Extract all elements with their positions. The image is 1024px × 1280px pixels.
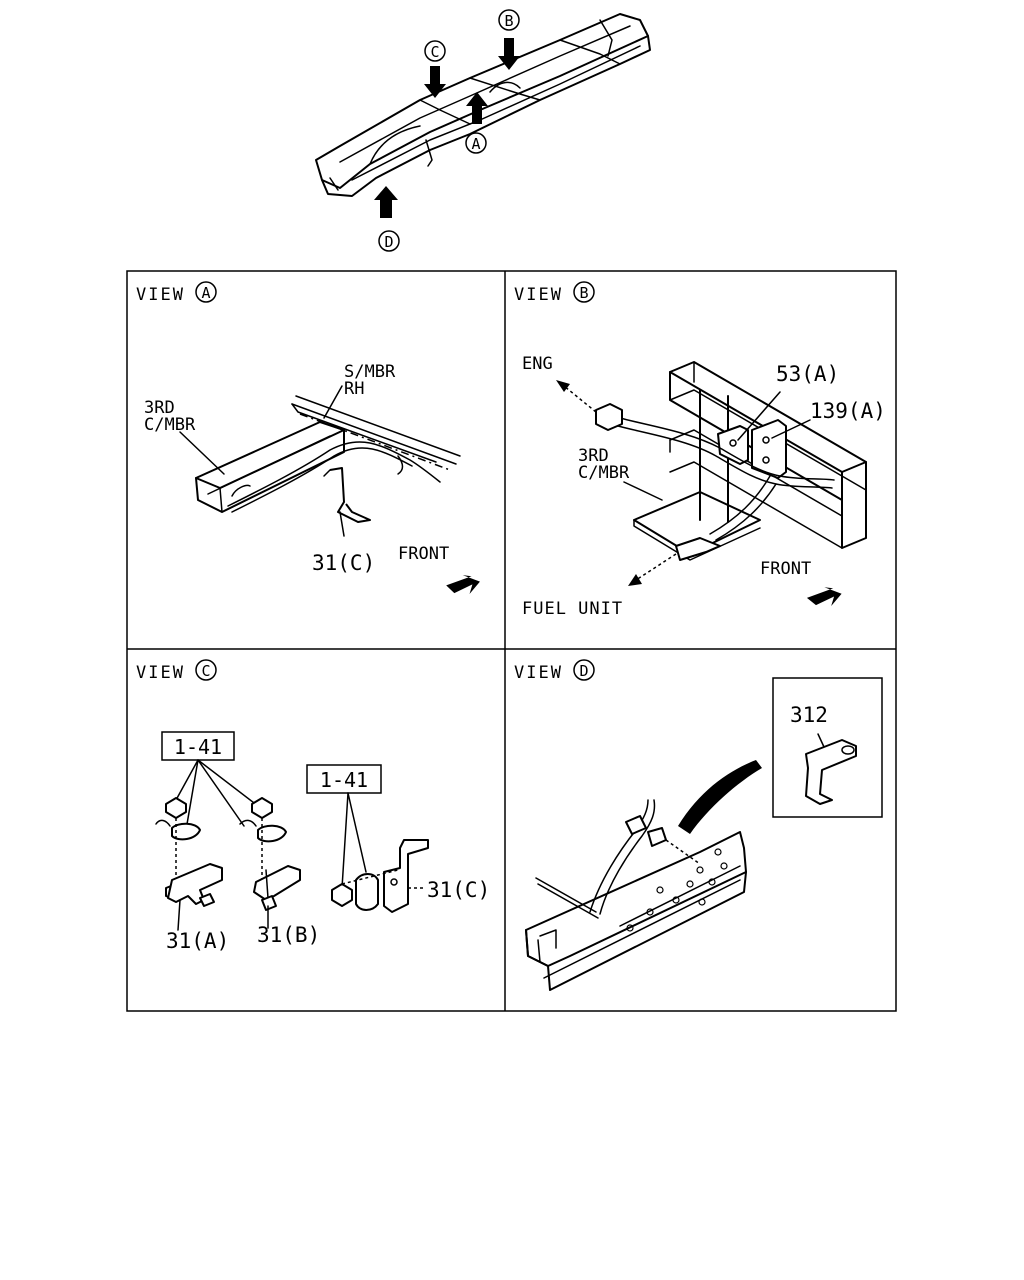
- eng-direction-arrow: [556, 380, 570, 392]
- leader-139a: [771, 419, 811, 439]
- view-b-panel: VIEW B: [514, 281, 886, 619]
- marker-a-letter: A: [471, 135, 480, 153]
- frame-rail-d: [525, 831, 747, 991]
- label-c-mbr-a: C/MBR: [144, 415, 196, 435]
- fuel-unit-direction-arrow: [628, 574, 642, 586]
- view-a-panel: VIEW A S/MBR RH 3RD C/MB: [136, 281, 480, 594]
- arrow-marker-b: B: [498, 9, 520, 70]
- third-cross-member: [195, 421, 345, 513]
- arrow-marker-a: A: [465, 92, 488, 154]
- leader-s-mbr: [323, 385, 343, 419]
- marker-d-letter: D: [384, 233, 393, 251]
- marker-c-letter: C: [430, 43, 439, 61]
- view-d-panel: VIEW D: [514, 659, 883, 991]
- bracket-53a: [717, 425, 749, 465]
- label-31b: 31(B): [257, 923, 320, 947]
- leader-c-mbr-a: [179, 431, 225, 475]
- ref-box-1-leaders: [175, 759, 259, 831]
- fuel-line-d: [589, 799, 667, 915]
- side-member-rh: [291, 395, 461, 471]
- label-eng: ENG: [522, 354, 553, 374]
- label-front-a: FRONT: [398, 544, 449, 564]
- label-53a: 53(A): [776, 362, 839, 386]
- chassis-frame-overview: [315, 13, 651, 197]
- view-c-heading: VIEW: [136, 663, 185, 683]
- leader-31a: [177, 899, 181, 931]
- marker-b-letter: B: [504, 12, 513, 30]
- view-b-marker: B: [579, 284, 588, 302]
- cross-member-b: [633, 389, 761, 561]
- nut-bolt-set-31c: [331, 839, 429, 913]
- view-c-marker: C: [201, 662, 210, 680]
- bracket-139a: [751, 419, 787, 479]
- leader-c-mbr-b: [623, 481, 663, 501]
- view-a-heading: VIEW: [136, 285, 185, 305]
- view-d-heading: VIEW: [514, 663, 563, 683]
- fuel-unit-direction-line: [635, 553, 677, 581]
- label-fuel-unit: FUEL UNIT: [522, 599, 623, 619]
- label-rh: RH: [344, 379, 364, 399]
- view-c-panel: VIEW C 1-41 1-41: [136, 659, 490, 953]
- arrow-marker-d: D: [374, 186, 400, 252]
- clip-31c-view-a: [323, 467, 371, 523]
- ref-box-2: [306, 764, 382, 794]
- ref-box-1-label: 1-41: [174, 735, 222, 759]
- ref-box-2-label: 1-41: [320, 768, 368, 792]
- eng-direction-line: [563, 385, 597, 413]
- label-139a: 139(A): [810, 399, 886, 423]
- leader-53a: [737, 391, 781, 441]
- nut-bolt-set-31b: [239, 797, 301, 911]
- label-3rd-b: 3RD: [578, 446, 609, 466]
- label-front-b: FRONT: [760, 559, 811, 579]
- view-b-heading: VIEW: [514, 285, 563, 305]
- leader-31c-a: [339, 511, 345, 537]
- callout-arrow-312: [678, 760, 762, 834]
- view-d-marker: D: [579, 662, 588, 680]
- view-a-marker: A: [201, 284, 210, 302]
- nut-bolt-set-31a: [155, 797, 223, 907]
- label-c-mbr-b: C/MBR: [578, 463, 630, 483]
- ref-box-1: [161, 731, 235, 761]
- fuel-pipe: [227, 441, 441, 513]
- ref-box-2-leaders: [341, 792, 367, 889]
- clip-312: [805, 739, 857, 805]
- label-31c-c: 31(C): [427, 878, 490, 902]
- arrow-marker-c: C: [424, 40, 446, 98]
- fuel-line-b: [595, 403, 835, 561]
- label-312: 312: [790, 703, 828, 727]
- front-arrow-a: [446, 575, 480, 594]
- label-3rd-a: 3RD: [144, 398, 175, 418]
- mount-dotted-line: [665, 839, 701, 865]
- label-s-mbr: S/MBR: [344, 362, 396, 382]
- label-31c-a: 31(C): [312, 551, 375, 575]
- front-arrow-b: [806, 587, 842, 607]
- view-panel-grid: [126, 270, 897, 1012]
- label-31a: 31(A): [166, 929, 229, 953]
